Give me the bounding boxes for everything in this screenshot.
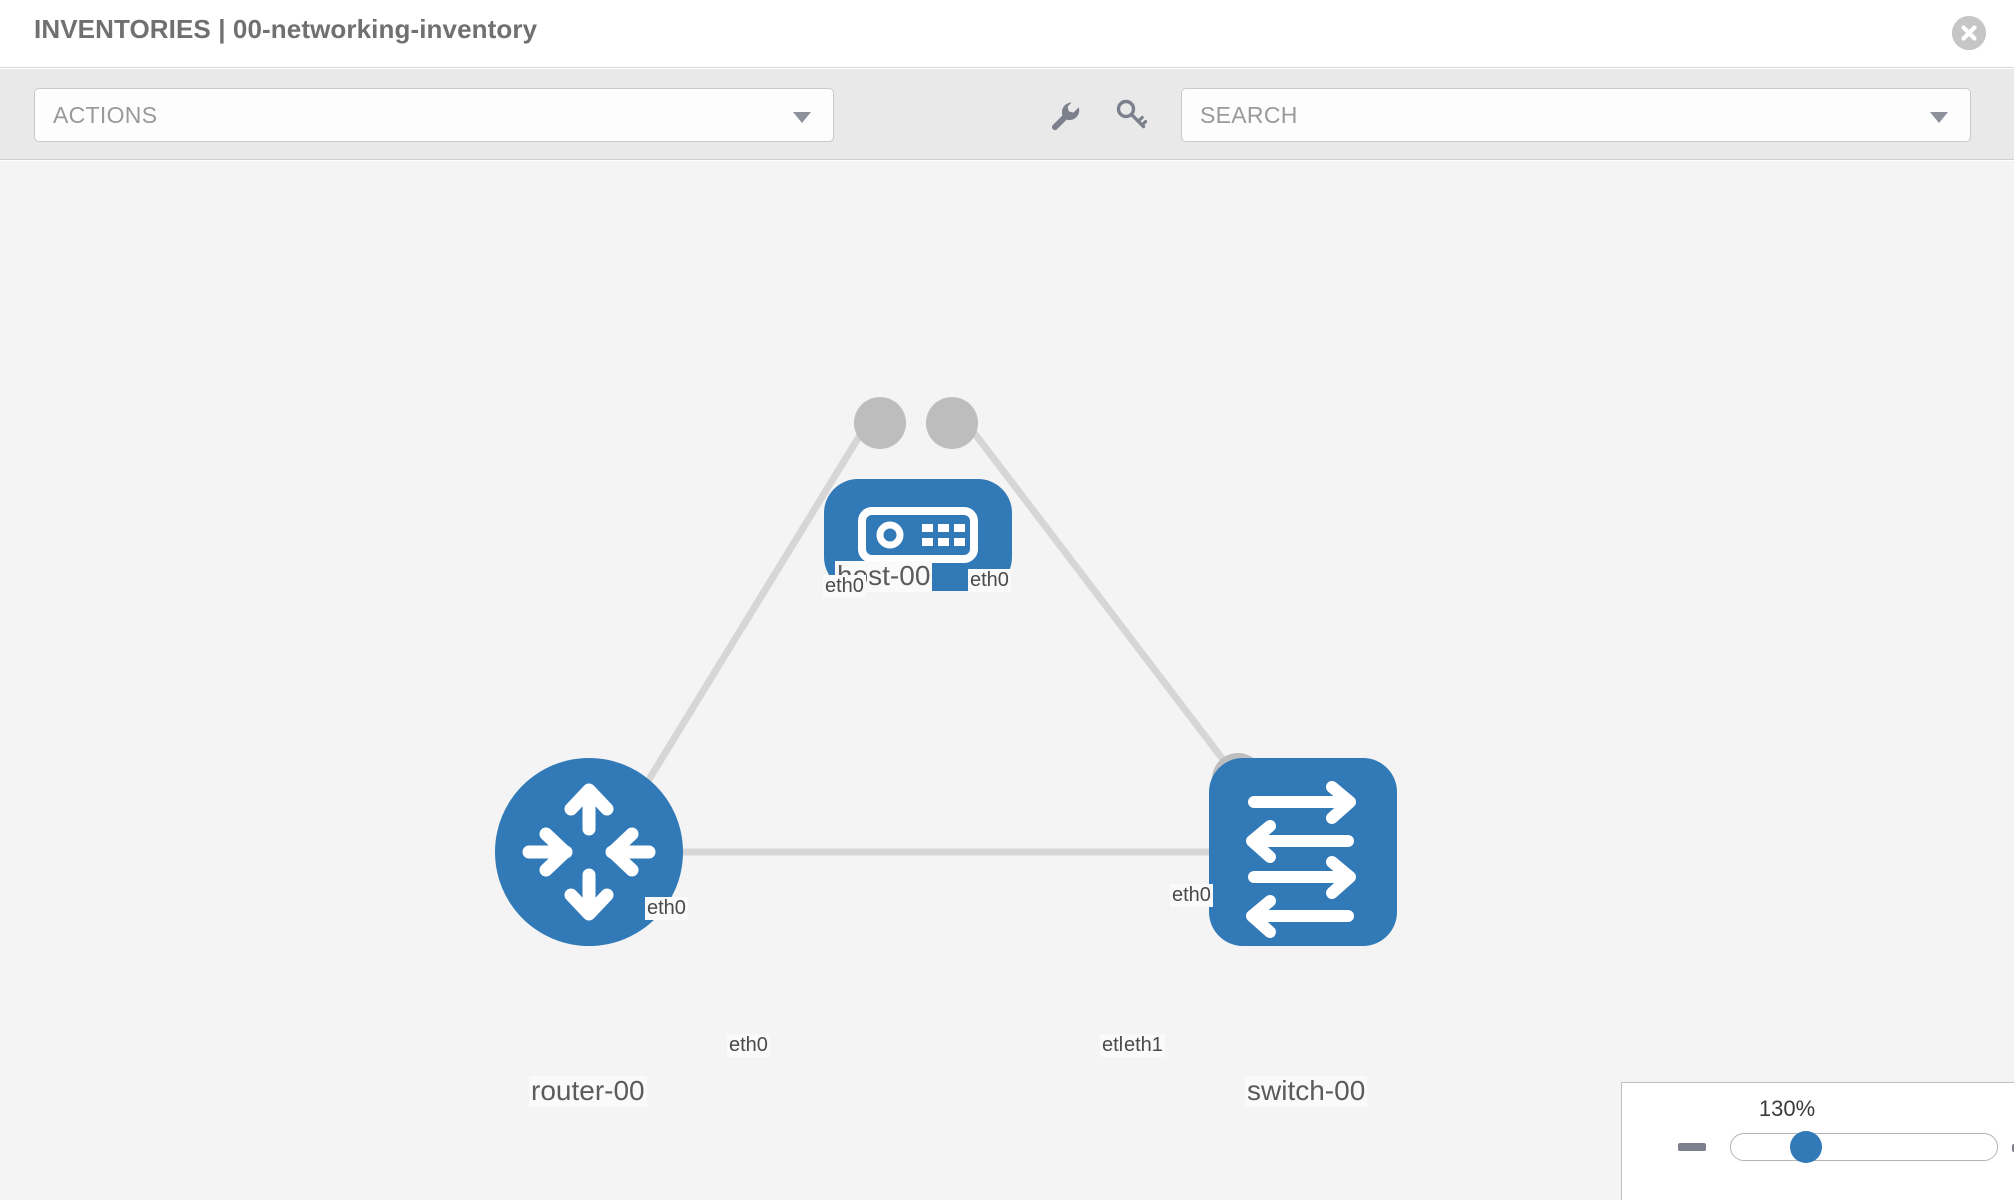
zoom-slider-thumb[interactable] [1790,1131,1822,1163]
zoom-in-button[interactable] [2012,1135,2014,1161]
topology-graph [495,397,1397,946]
link-host-router [626,407,879,814]
actions-dropdown-label: ACTIONS [53,102,158,128]
node-label-switch-00: switch-00 [1245,1075,1368,1107]
edge-label-switch-router-eth1: eth1 [1122,1034,1165,1057]
edge-label-switch-host: eth0 [1170,884,1213,907]
zoom-slider-track[interactable] [1730,1133,1998,1161]
link-host-switch [953,406,1266,815]
search-placeholder: SEARCH [1200,102,1298,128]
zoom-out-button[interactable] [1678,1143,1706,1151]
key-icon[interactable] [1112,96,1150,134]
search-input[interactable]: SEARCH [1181,88,1971,142]
zoom-control-panel: 130% [1621,1082,2014,1200]
server-icon [858,507,978,563]
actions-dropdown[interactable]: ACTIONS [34,88,834,142]
edge-label-host-switch: eth0 [968,569,1011,592]
chevron-down-icon [793,112,811,123]
endpoint-host-left [854,397,906,449]
links-layer [626,406,1266,856]
link-endpoints-layer [578,397,1264,878]
node-label-router-00: router-00 [529,1075,647,1107]
edge-label-router-host: eth0 [645,897,688,920]
endpoint-host-right [926,397,978,449]
node-router-00 [495,758,683,946]
close-icon[interactable] [1952,16,1986,50]
router-arrows-icon [522,783,656,921]
edge-label-router-switch: eth0 [727,1034,770,1057]
node-switch-00 [1209,758,1397,946]
page-header: INVENTORIES | 00-networking-inventory [0,0,2014,68]
topology-canvas[interactable]: host-00 router-00 switch-00 eth0 eth0 et… [0,161,2014,1200]
chevron-down-icon[interactable] [1930,112,1948,123]
wrench-icon[interactable] [1044,96,1082,134]
zoom-level-value: 130% [1758,1096,1816,1121]
edge-label-host-router: eth0 [823,575,866,598]
toolbar: ACTIONS SEARCH [0,69,2014,160]
page-title: INVENTORIES | 00-networking-inventory [34,14,538,44]
node-label-host-00: host-00 [835,560,933,592]
switch-arrows-icon [1246,781,1356,938]
